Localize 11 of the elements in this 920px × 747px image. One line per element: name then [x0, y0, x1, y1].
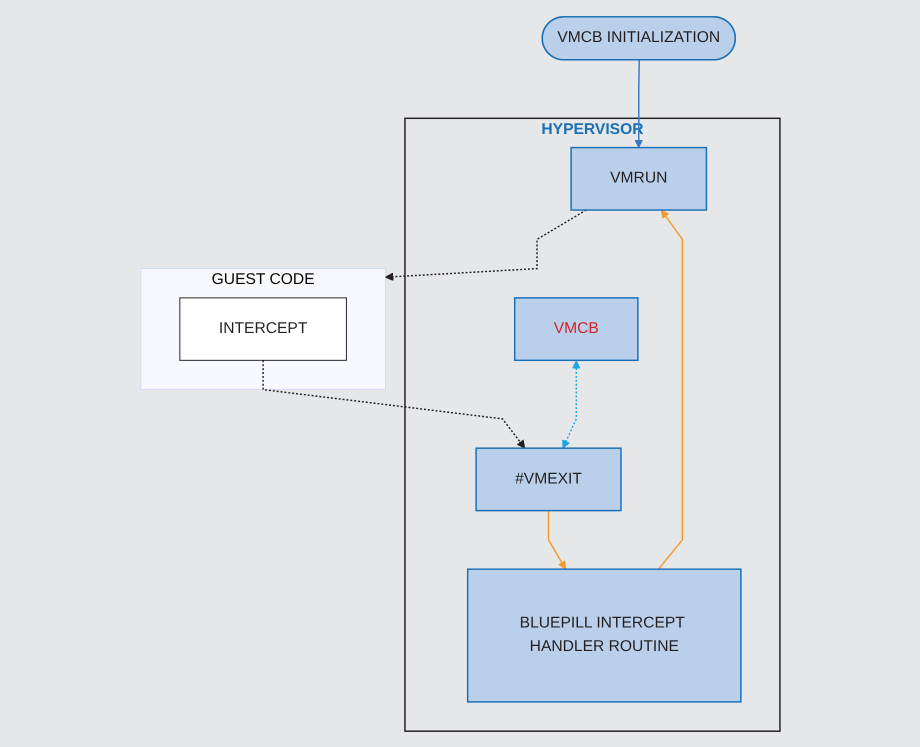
arrow — [384, 208, 586, 281]
arrow — [634, 60, 643, 148]
node-box: INTERCEPT — [178, 296, 347, 360]
arrow — [547, 510, 566, 570]
node-box: VMCB — [514, 296, 638, 361]
node-box: #VMEXIT — [474, 446, 622, 511]
node-box: VMRUN — [570, 146, 707, 210]
node-box: BLUEPILL INTERCEPT HANDLER ROUTINE — [466, 568, 742, 702]
arrow — [658, 209, 683, 570]
arrow — [562, 360, 580, 448]
arrow — [262, 360, 525, 448]
